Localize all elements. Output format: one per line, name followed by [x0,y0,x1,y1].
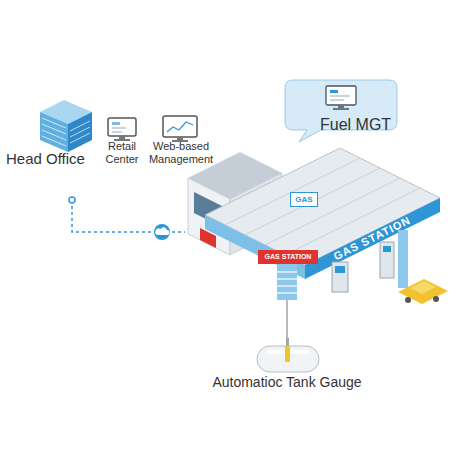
cloud-icon [154,224,170,240]
connector-line [287,300,288,338]
speech-bubble-outline [285,80,397,144]
fuel-pump [380,242,394,278]
canopy-roof [225,158,360,225]
web-monitor-icon [177,137,183,140]
node-text: Automatioc Tank Gauge [197,374,377,390]
car [398,279,448,304]
tank-probe [285,346,290,362]
head-office-building [42,124,66,134]
connector-line [72,200,185,232]
fuel-pump [383,246,391,252]
retail-monitor-icon [108,118,136,136]
fuel-monitor-icon [330,90,338,93]
node-text: Fuel MGT [320,116,396,134]
fuel-mgt-bubble: Fuel MGT [285,80,397,144]
canopy-pillar [277,264,297,300]
fuel-monitor-icon [338,105,344,108]
canopy-pillar [277,271,297,272]
head-office-building [70,127,90,137]
head-office-building [42,130,66,140]
head-office-building [42,118,66,128]
fuel-monitor-icon [326,86,356,105]
canopy-pillar [277,292,297,293]
retail-monitor-icon [112,131,122,133]
node-text: GAS STATION [258,250,318,264]
fuel-monitor-icon [330,99,344,101]
fuel-monitor-icon [333,108,349,110]
icon-caption: Retail Center [98,140,146,165]
head-office-building [42,118,90,146]
retail-monitor-icon [108,118,136,141]
tank-gauge-node: Automatioc Tank Gauge [197,338,377,394]
node-text: Head Office [6,150,98,167]
car [410,281,436,294]
head-office-building [42,136,66,146]
head-office-building [40,100,92,152]
cloud-icon [154,224,170,240]
head-office-building [70,121,90,131]
gas-station-node: GAS STATIONGASGAS STATION [185,140,450,300]
car [405,297,411,303]
node-text: GAS STATION [306,200,437,275]
car [398,279,448,304]
canopy-roof [245,168,380,235]
web-monitor-icon [163,116,197,142]
tank-outline [257,346,319,372]
gas-sign: GAS [290,192,318,207]
fuel-pump [332,262,348,292]
connector-dot [69,197,75,203]
canopy-pillar [277,230,408,300]
canopy-pillar [277,272,297,293]
head-office-building [40,112,68,152]
fuel-monitor-icon [330,95,350,97]
web-monitor-icon [167,122,193,132]
canopy-roof [305,198,440,279]
speech-bubble-outline [285,80,397,142]
icon-caption: Web-based Management [143,140,219,165]
retail-monitor-icon [112,127,126,129]
fuel-pump [335,266,345,273]
fuel-monitor-icon [326,86,356,110]
head-office-node: Head Office [2,95,97,200]
car [433,296,439,302]
head-office-building [70,133,90,143]
canopy-pillar [277,278,297,279]
retail-monitor-icon [112,122,120,125]
node-text: GAS [291,193,317,206]
canopy-pillar [398,230,408,288]
cloud-icon [155,227,169,235]
web-monitor-icon [163,116,197,137]
station-red-sign: GAS STATION [258,250,318,264]
canopy-pillar [277,285,297,286]
head-office-building [68,112,92,152]
retail-monitor-icon [119,136,125,139]
